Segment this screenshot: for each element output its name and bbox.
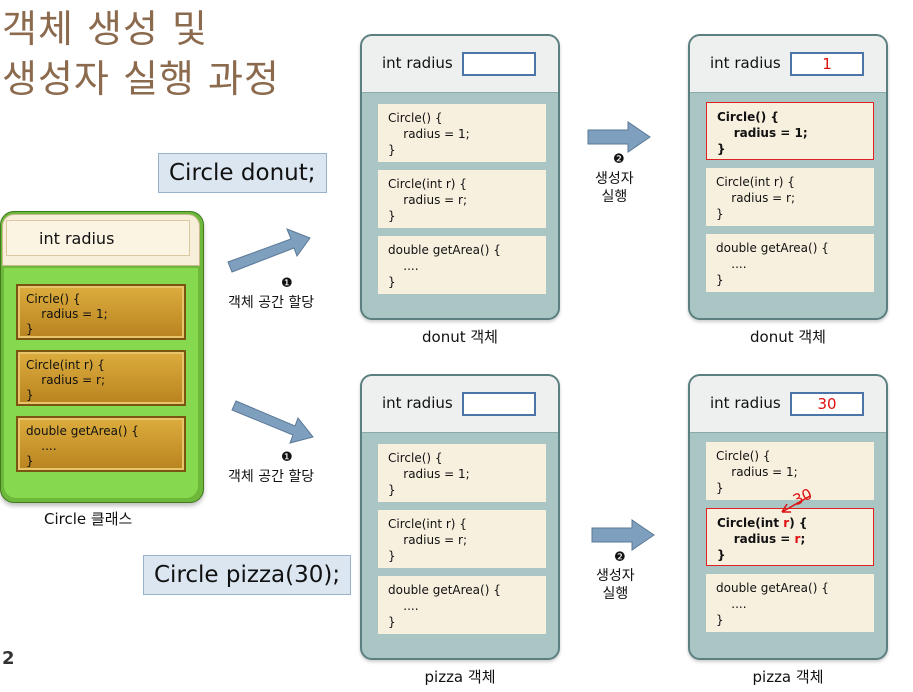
pizza-object-before: int radius Circle() { radius = 1; } Circ… [360, 374, 560, 660]
alloc-marker-donut: ❶ [281, 276, 293, 291]
pizza-caption-before: pizza 객체 [424, 668, 496, 686]
arrow-exec-donut [587, 121, 651, 153]
object-method: double getArea() { .... } [378, 236, 546, 294]
object-method: Circle() { radius = 1; } [706, 442, 874, 500]
donut-object-before: int radius Circle() { radius = 1; } Circ… [360, 34, 560, 320]
class-field: int radius [6, 220, 190, 256]
object-field-label: int radius [382, 394, 453, 412]
object-field-label: int radius [710, 54, 781, 72]
exec-marker-pizza: ❷ [614, 550, 626, 565]
object-field-value: 1 [790, 52, 864, 76]
donut-caption-before: donut 객체 [422, 328, 498, 346]
object-method: Circle() { radius = 1; } [378, 444, 546, 502]
class-method-default-constructor: Circle() { radius = 1; } [16, 284, 186, 340]
alloc-label-pizza: 객체 공간 할당 [228, 469, 315, 485]
page-number: 2 [2, 648, 15, 669]
object-field-value: 30 [790, 392, 864, 416]
object-method-highlighted: Circle(int r) { radius = r; } [706, 508, 874, 566]
donut-object-after: int radius 1 Circle() { radius = 1; } Ci… [688, 34, 888, 320]
class-caption: Circle 클래스 [44, 510, 133, 528]
exec-marker-donut: ❷ [613, 152, 625, 167]
object-method: Circle(int r) { radius = r; } [706, 168, 874, 226]
param-annotation-arrow [781, 495, 811, 513]
pizza-object-after: int radius 30 Circle() { radius = 1; } C… [688, 374, 888, 660]
object-method: Circle() { radius = 1; } [378, 104, 546, 162]
object-method: Circle(int r) { radius = r; } [378, 510, 546, 568]
declaration-pizza: Circle pizza(30); [143, 555, 352, 595]
object-field-label: int radius [710, 394, 781, 412]
arrow-alloc-pizza [231, 400, 314, 444]
class-method-param-constructor: Circle(int r) { radius = r; } [16, 350, 186, 406]
donut-caption-after: donut 객체 [750, 328, 826, 346]
object-method: double getArea() { .... } [706, 234, 874, 292]
alloc-label-donut: 객체 공간 할당 [228, 295, 315, 311]
object-field-value [462, 392, 536, 416]
object-field-label: int radius [382, 54, 453, 72]
pizza-caption-after: pizza 객체 [752, 668, 824, 686]
object-method: double getArea() { .... } [378, 576, 546, 634]
arrow-alloc-donut [227, 228, 311, 273]
arrow-exec-pizza [591, 519, 655, 551]
exec-label-pizza: 생성자 실행 [596, 568, 635, 602]
object-field-value [462, 52, 536, 76]
exec-label-donut: 생성자 실행 [595, 171, 634, 205]
page-title: 객체 생성 및 생성자 실행 과정 [2, 7, 280, 101]
alloc-marker-pizza: ❶ [281, 450, 293, 465]
class-method-get-area: double getArea() { .... } [16, 416, 186, 472]
object-method-highlighted: Circle() { radius = 1; } [706, 102, 874, 160]
declaration-donut: Circle donut; [158, 153, 327, 193]
object-method: double getArea() { .... } [706, 574, 874, 632]
object-method: Circle(int r) { radius = r; } [378, 170, 546, 228]
